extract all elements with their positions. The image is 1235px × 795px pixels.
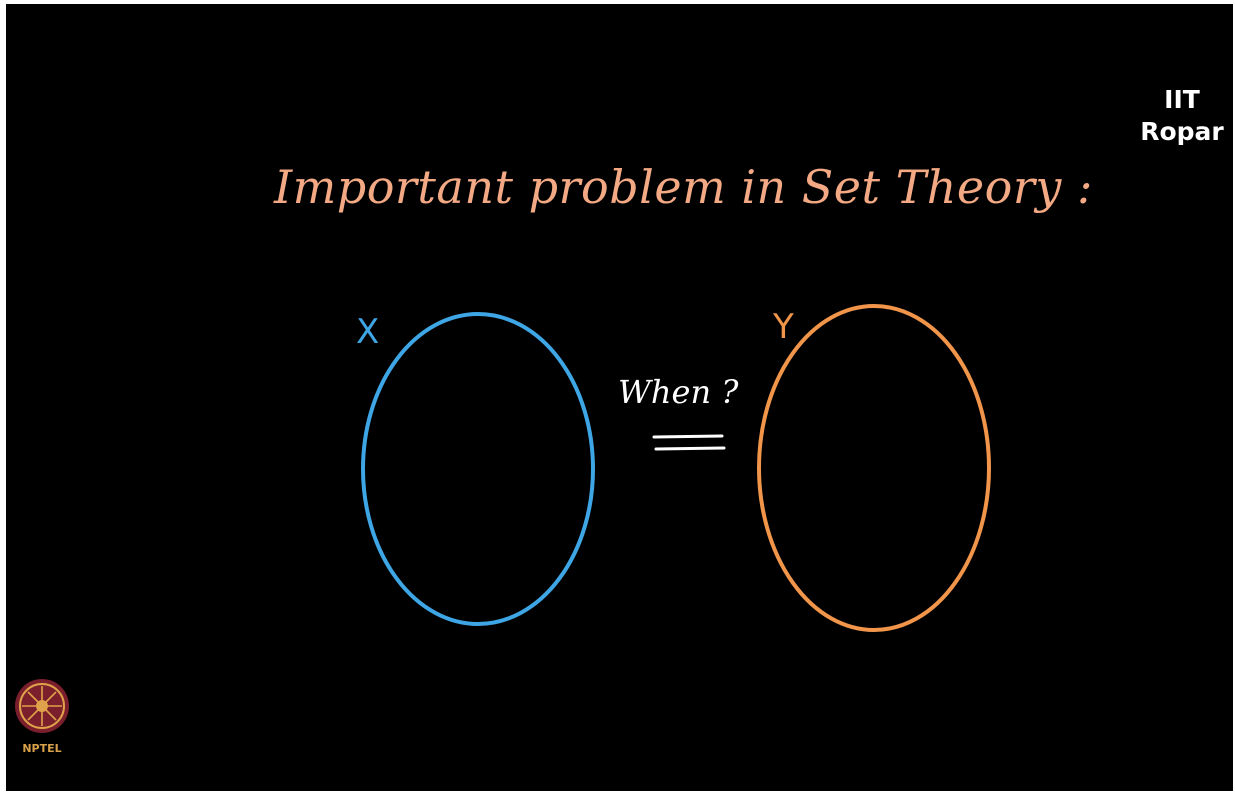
institution-line-1: IIT [1164, 85, 1200, 114]
set-diagram [361, 304, 991, 632]
equals-sign [652, 434, 726, 451]
slide-heading: Important problem in Set Theory : [274, 160, 1093, 214]
set-y-ellipse [757, 304, 991, 632]
institution-line-2: Ropar [1140, 117, 1224, 146]
nptel-logo-icon [15, 679, 69, 733]
institution-label: IIT Ropar [1132, 84, 1232, 148]
set-x-label: X [356, 312, 380, 352]
slide-canvas: IIT Ropar Important problem in Set Theor… [6, 4, 1233, 791]
set-y-label: Y [773, 307, 794, 347]
set-x-ellipse [361, 312, 595, 626]
question-text: When ? [618, 373, 739, 411]
nptel-logo-text: NPTEL [22, 742, 62, 755]
